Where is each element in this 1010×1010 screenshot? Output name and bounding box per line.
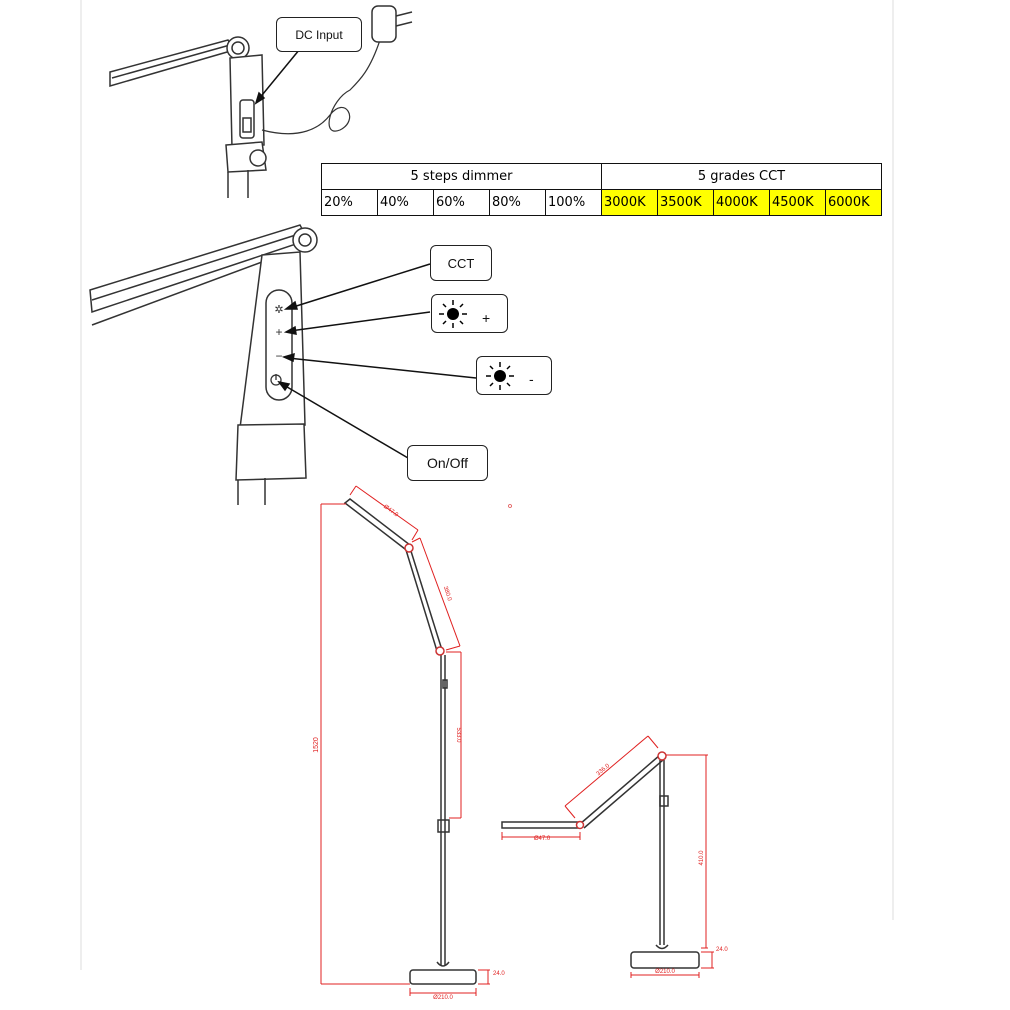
on-off-label: On/Off [427, 455, 468, 471]
lamp-head-top-illustration [109, 5, 413, 198]
sun-icon [486, 361, 514, 390]
desk-head-label: Ø47.0 [534, 836, 551, 842]
floor-height-label: 1520 [313, 737, 320, 753]
plus-icon: + [275, 325, 282, 339]
bright-plus-arrow [289, 311, 431, 332]
floor-arm-label: 380.0 [442, 586, 453, 603]
cct-grade: 3000K [601, 189, 658, 216]
desk-height-label: 410.0 [699, 850, 705, 866]
desk-joint-top [657, 751, 667, 761]
floor-base-height-label: 24.0 [493, 971, 505, 977]
floor-base-dia-label: Ø210.0 [433, 995, 453, 1001]
dimmer-step: 20% [321, 189, 378, 216]
cct-callout: CCT [430, 245, 492, 281]
desk-lamp-drawing [501, 754, 700, 969]
on-off-arrow-head [277, 380, 291, 392]
stray-mark [508, 504, 512, 508]
cct-label: CCT [447, 255, 475, 271]
dc-input-callout: DC Input [276, 17, 362, 52]
sun-icon [439, 299, 467, 328]
brightness-plus-callout: + [431, 294, 508, 333]
desk-arm-label: 336.0 [596, 763, 612, 778]
on-off-arrow [281, 383, 409, 459]
desk-dimension-lines [501, 735, 714, 978]
cct-arrow-head [283, 300, 298, 310]
cct-grade: 6000K [825, 189, 882, 216]
cct-header: 5 grades CCT [601, 163, 882, 190]
cct-arrow [289, 263, 431, 309]
lamp-control-panel-illustration [89, 224, 318, 505]
dc-input-arrow-head [254, 91, 266, 105]
bright-plus-arrow-head [283, 325, 297, 335]
floor-joint-mid [435, 646, 445, 656]
bright-minus-arrow-head [281, 352, 295, 363]
dimmer-header: 5 steps dimmer [321, 163, 602, 190]
minus-icon: − [275, 349, 282, 363]
floor-lamp-drawing [343, 498, 477, 985]
dimmer-step: 100% [545, 189, 602, 216]
floor-joint-top [404, 543, 414, 553]
floor-dimension-lines [320, 485, 490, 996]
bright-minus-arrow [287, 357, 477, 379]
bright-minus-label: - [529, 370, 534, 387]
dc-input-arrow [257, 43, 305, 101]
floor-head-label: Ø47.0 [382, 504, 399, 519]
on-off-callout: On/Off [407, 445, 488, 481]
brightness-minus-callout: - [476, 356, 552, 395]
desk-base-dia-label: Ø210.0 [655, 969, 675, 975]
desk-base-height-label: 24.0 [716, 947, 728, 953]
dc-input-label: DC Input [295, 27, 343, 42]
cct-icon: ✲ [274, 304, 283, 316]
dimmer-step: 80% [489, 189, 546, 216]
cct-grade: 3500K [657, 189, 714, 216]
spec-table: 5 steps dimmer 5 grades CCT 20% 40% 60% … [321, 163, 882, 216]
dimmer-step: 60% [433, 189, 490, 216]
dimmer-step: 40% [377, 189, 434, 216]
desk-joint-head [575, 820, 585, 830]
cct-grade: 4000K [713, 189, 770, 216]
cct-grade: 4500K [769, 189, 826, 216]
floor-pole-label: 533.0 [455, 727, 461, 743]
bright-plus-label: + [482, 309, 491, 326]
